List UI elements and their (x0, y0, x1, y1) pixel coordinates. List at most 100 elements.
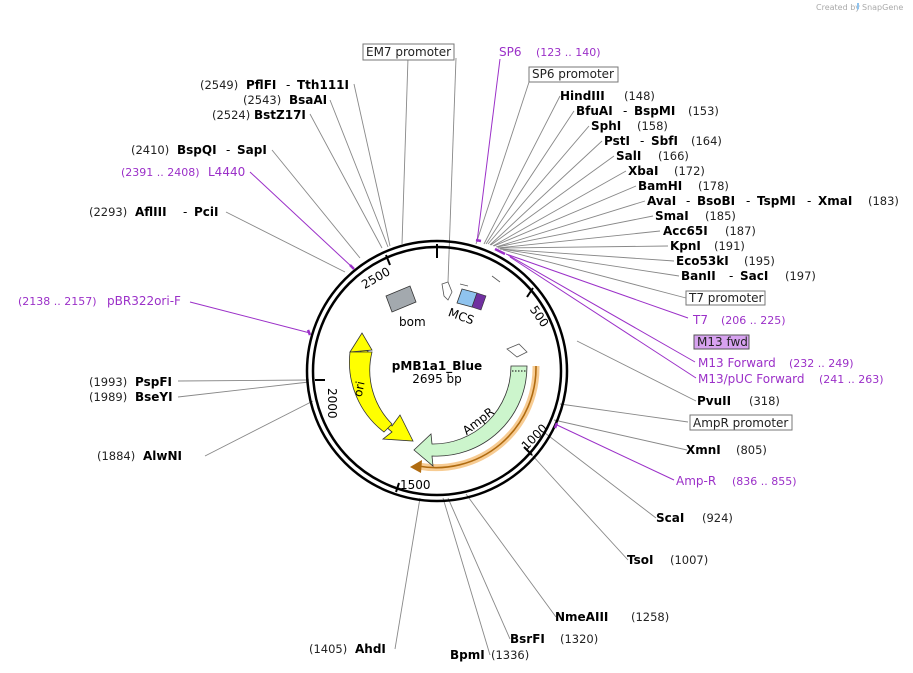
ori-arrowhead (349, 332, 373, 353)
site-bsobi-name[interactable]: BsoBI (697, 194, 735, 208)
site-eco53ki-pos: (195) (744, 254, 775, 268)
site-smai-pos: (185) (705, 209, 736, 223)
tick-label-500: 500 (527, 303, 552, 330)
site-tspmi-name[interactable]: TspMI (757, 194, 796, 208)
site-bspmi-name[interactable]: BspMI (634, 104, 675, 118)
site-banii-pos: (197) (785, 269, 816, 283)
snapgene-logo-icon (857, 3, 859, 10)
site-scai-name[interactable]: ScaI (656, 511, 684, 525)
site-pflfi-name[interactable]: PflFI (246, 78, 276, 92)
site-psti-name[interactable]: PstI (604, 134, 630, 148)
site-bsrfi-pos: (1320) (560, 632, 598, 646)
tick-label-1500: 1500 (400, 478, 431, 492)
m13-fwd-label: M13 fwd (697, 335, 748, 349)
site-sep: - (640, 134, 644, 148)
sp6-promoter-box[interactable] (528, 66, 619, 83)
site-sali-name[interactable]: SalI (616, 149, 641, 163)
site-afliii-pos: (2293) (89, 205, 127, 219)
site-smai-name[interactable]: SmaI (655, 209, 689, 223)
site-ahdi-name[interactable]: AhdI (355, 642, 386, 656)
ori-body (349, 351, 393, 433)
bom-feature[interactable] (385, 285, 417, 313)
leader-lines (177, 57, 697, 656)
tick-label-2000: 2000 (325, 388, 339, 419)
primer-t7-range: (206 .. 225) (721, 314, 786, 327)
primer-m13-forward-range: (232 .. 249) (789, 357, 854, 370)
site-sep: - (746, 194, 750, 208)
site-afliii-name[interactable]: AflIII (135, 205, 167, 219)
sp6-promoter-tick (459, 283, 469, 287)
tick-marks (315, 244, 534, 493)
site-bfuai-name[interactable]: BfuAI (576, 104, 613, 118)
site-bsaai-name[interactable]: BsaAI (289, 93, 327, 107)
site-banii-name[interactable]: BanII (681, 269, 716, 283)
site-sep: - (623, 104, 627, 118)
site-bsrfi-name[interactable]: BsrFI (510, 632, 545, 646)
t7-promoter-box[interactable] (685, 290, 766, 306)
site-sep: - (286, 78, 290, 92)
site-kpni-name[interactable]: KpnI (670, 239, 701, 253)
site-bpmi-name[interactable]: BpmI (450, 648, 485, 662)
site-sphi-name[interactable]: SphI (591, 119, 621, 133)
site-saci-name[interactable]: SacI (740, 269, 768, 283)
sp6-promoter-label: SP6 promoter (532, 67, 614, 81)
site-xmai-name[interactable]: XmaI (818, 194, 852, 208)
site-acc65i-pos: (187) (725, 224, 756, 238)
ampr-promoter-box[interactable] (689, 414, 793, 431)
site-avai-pos: (183) (868, 194, 899, 208)
ori-label: ori (351, 380, 368, 398)
site-xmni-name[interactable]: XmnI (686, 443, 721, 457)
site-psti-pos: (164) (691, 134, 722, 148)
primer-l4440-name[interactable]: L4440 (208, 165, 245, 179)
site-bseyi-name[interactable]: BseYI (135, 390, 173, 404)
site-eco53ki-name[interactable]: Eco53kI (676, 254, 729, 268)
site-bstz17i-name[interactable]: BstZ17I (254, 108, 306, 122)
site-acc65i-name[interactable]: Acc65I (663, 224, 708, 238)
primer-l4440-range: (2391 .. 2408) (121, 166, 200, 179)
plasmid-name: pMB1a1_Blue (392, 359, 482, 374)
site-sbfi-name[interactable]: SbfI (651, 134, 678, 148)
primer-sp6-name[interactable]: SP6 (499, 45, 522, 59)
ampr-orange-arrowhead (410, 460, 422, 473)
site-bfuai-pos: (153) (688, 104, 719, 118)
primer-ampr-name[interactable]: Amp-R (676, 474, 716, 488)
site-xbai-name[interactable]: XbaI (628, 164, 658, 178)
primer-pbr322-name[interactable]: pBR322ori-F (107, 294, 181, 308)
em7-promoter-box[interactable] (362, 43, 455, 61)
site-pvuii-name[interactable]: PvuII (697, 394, 731, 408)
primer-m13puc-forward-name[interactable]: M13/pUC Forward (698, 372, 805, 386)
site-pspfi-name[interactable]: PspFI (135, 375, 172, 389)
site-sali-pos: (166) (658, 149, 689, 163)
ampr-feature[interactable] (413, 365, 528, 467)
primer-m13-forward-name[interactable]: M13 Forward (698, 356, 776, 370)
site-pcii-name[interactable]: PciI (194, 205, 219, 219)
primer-pbr322-range: (2138 .. 2157) (18, 295, 97, 308)
credit-text: Created by (816, 3, 860, 12)
site-sapi-name[interactable]: SapI (237, 143, 267, 157)
t7-promoter-arrow (491, 275, 501, 283)
site-bpmi-pos: (1336) (491, 648, 529, 662)
site-avai-name[interactable]: AvaI (647, 194, 676, 208)
site-pspfi-pos: (1993) (89, 375, 127, 389)
ampr-promoter-feature[interactable] (506, 343, 528, 358)
site-bspqi-pos: (2410) (131, 143, 169, 157)
primer-sp6-range: (123 .. 140) (536, 46, 601, 59)
site-bsaai-pos: (2543) (243, 93, 281, 107)
mcs-label: MCS (446, 305, 476, 327)
plasmid-length: 2695 bp (412, 372, 462, 386)
site-hindiii-name[interactable]: HindIII (560, 89, 605, 103)
site-bamhi-name[interactable]: BamHI (638, 179, 682, 193)
m13-fwd-box[interactable] (693, 334, 750, 350)
primer-leader-lines (189, 58, 697, 481)
em7-promoter-feature[interactable] (441, 281, 453, 301)
ampr-orange-arc (417, 365, 537, 469)
primer-t7-name[interactable]: T7 (692, 313, 708, 327)
site-alwni-name[interactable]: AlwNI (143, 449, 182, 463)
site-bspqi-name[interactable]: BspQI (177, 143, 217, 157)
site-hindiii-pos: (148) (624, 89, 655, 103)
ampr-promoter-label: AmpR promoter (693, 416, 788, 430)
site-nmeaiii-name[interactable]: NmeAIII (555, 610, 608, 624)
site-tsoi-name[interactable]: TsoI (627, 553, 653, 567)
site-tth111i-name[interactable]: Tth111I (297, 78, 349, 92)
